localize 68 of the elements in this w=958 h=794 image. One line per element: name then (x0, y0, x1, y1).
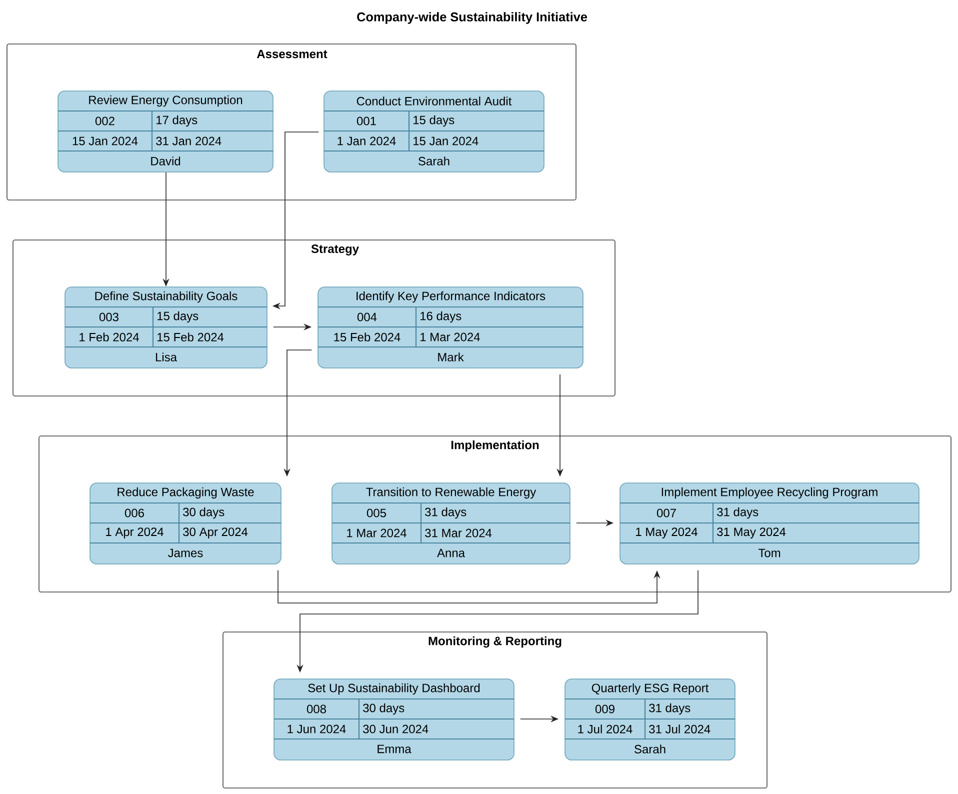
start-date: 15 Feb 2024 (334, 332, 400, 342)
task-duration: 15 days (414, 115, 454, 127)
task-id: 006 (124, 508, 144, 518)
task-owner: Tom (758, 548, 780, 558)
task-card (58, 90, 274, 172)
start-date: 1 Jul 2024 (578, 724, 632, 734)
start-date: 1 May 2024 (636, 528, 698, 538)
end-date: 15 Jan 2024 (414, 136, 478, 146)
task-card (324, 90, 544, 172)
end-date: 30 Jun 2024 (363, 724, 428, 734)
task-title: Conduct Environmental Audit (356, 96, 512, 106)
task-owner: James (168, 548, 203, 558)
task-id: 007 (656, 508, 676, 518)
task-id: 001 (356, 116, 376, 126)
task-title: Identify Key Performance Indicators (356, 291, 546, 303)
task-card (90, 482, 282, 564)
task-title: Set Up Sustainability Dashboard (308, 683, 480, 695)
start-date: 1 Jun 2024 (288, 724, 346, 734)
task-title: Reduce Packaging Waste (118, 487, 254, 499)
task-title: Transition to Renewable Energy (366, 487, 536, 499)
task-title: Define Sustainability Goals (95, 291, 238, 303)
start-date: 1 Jan 2024 (338, 136, 396, 146)
task-duration: 31 days (425, 507, 466, 519)
end-date: 31 May 2024 (717, 528, 786, 538)
group-label: Implementation (449, 439, 541, 453)
group-label: Monitoring & Reporting (426, 635, 564, 649)
task-card (620, 482, 920, 564)
task-card (274, 678, 514, 760)
end-date: 30 Apr 2024 (183, 528, 248, 538)
task-id: 003 (99, 312, 118, 322)
task-card (318, 286, 584, 368)
end-date: 31 Mar 2024 (425, 528, 492, 538)
task-card (332, 482, 570, 564)
start-date: 1 Feb 2024 (80, 332, 139, 342)
end-date: 31 Jan 2024 (156, 136, 222, 146)
task-owner: Sarah (634, 744, 666, 754)
task-owner: Anna (437, 548, 465, 558)
task-owner: Sarah (418, 156, 450, 166)
start-date: 1 Mar 2024 (347, 528, 406, 538)
task-duration: 15 days (158, 311, 198, 323)
task-id: 008 (306, 704, 326, 714)
task-title: Review Energy Consumption (89, 95, 242, 107)
task-id: 009 (595, 704, 614, 714)
task-duration: 31 days (649, 703, 690, 715)
task-duration: 30 days (363, 703, 404, 715)
end-date: 1 Mar 2024 (420, 332, 480, 342)
task-title: Quarterly ESG Report (592, 683, 709, 695)
task-id: 004 (357, 312, 377, 322)
end-date: 31 Jul 2024 (649, 724, 710, 734)
task-owner: Emma (378, 744, 412, 754)
task-id: 005 (366, 508, 386, 518)
task-duration: 30 days (183, 507, 224, 519)
end-date: 15 Feb 2024 (158, 332, 224, 342)
group-label: Strategy (310, 243, 360, 257)
task-duration: 31 days (717, 507, 758, 519)
task-card (64, 286, 268, 368)
task-owner: Mark (438, 352, 464, 362)
start-date: 15 Jan 2024 (72, 136, 138, 146)
task-card (564, 678, 736, 760)
start-date: 1 Apr 2024 (106, 528, 164, 538)
task-duration: 17 days (156, 115, 198, 127)
task-duration: 16 days (420, 311, 462, 323)
task-owner: David (151, 156, 180, 166)
task-id: 002 (95, 116, 114, 126)
diagram-title: Company-wide Sustainability Initiative (357, 12, 587, 24)
task-title: Implement Employee Recycling Program (662, 487, 878, 499)
group-label: Assessment (255, 48, 329, 60)
task-owner: Lisa (156, 352, 177, 362)
